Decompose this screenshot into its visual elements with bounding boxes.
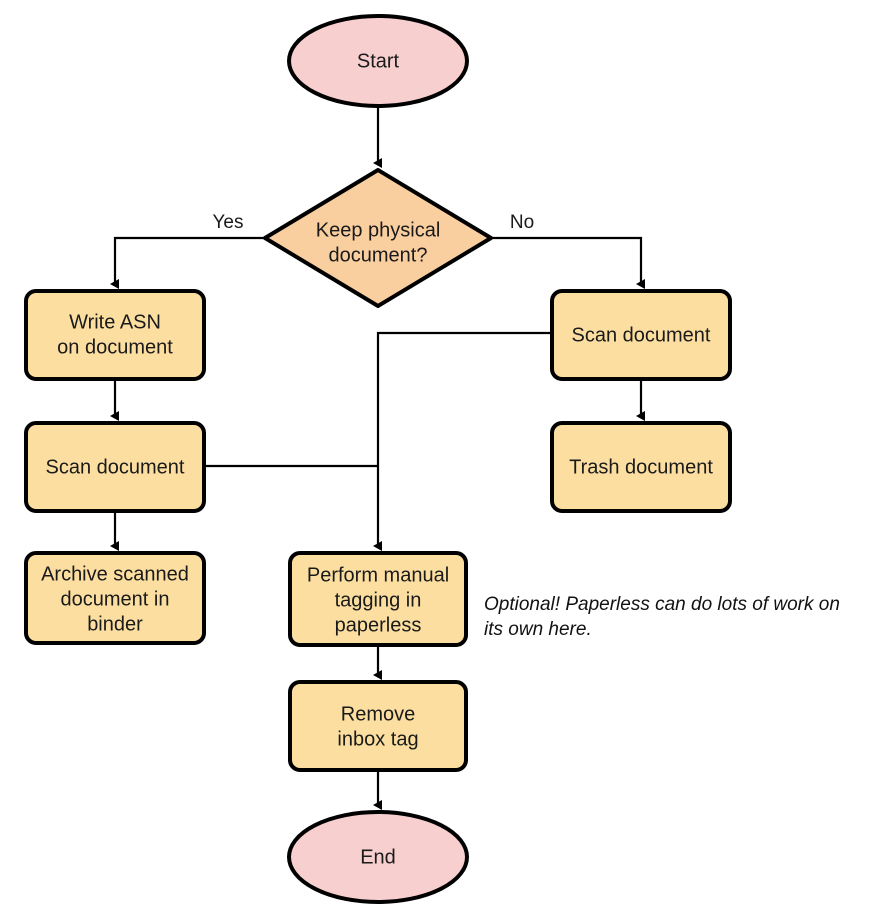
node-keep-physical-document[interactable]: Keep physical document?	[263, 168, 493, 308]
edge-label-yes: Yes	[213, 212, 244, 233]
node-label-archive-line1: Archive scanned	[41, 563, 189, 585]
node-end[interactable]: End	[287, 810, 469, 904]
process-shape	[550, 289, 732, 381]
node-label-tagging-line1: Perform manual	[307, 564, 449, 586]
process-shape	[288, 551, 468, 647]
connector-line	[373, 331, 552, 551]
process-shape	[24, 289, 206, 381]
node-write-asn[interactable]: Write ASN on document	[24, 289, 206, 381]
process-shape	[24, 421, 206, 513]
decision-shape	[263, 168, 493, 308]
node-label-start: Start	[357, 50, 400, 72]
node-remove-inbox-tag[interactable]: Remove inbox tag	[288, 680, 468, 772]
node-label-trash-document: Trash document	[569, 456, 713, 478]
process-shape	[550, 421, 732, 513]
node-label-archive-line3: binder	[87, 613, 143, 635]
node-label-scan-document-right: Scan document	[572, 324, 711, 346]
node-label-write-asn-line1: Write ASN	[69, 311, 161, 333]
edge-label-no: No	[510, 212, 534, 233]
process-shape	[24, 551, 206, 645]
node-scan-document-right[interactable]: Scan document	[550, 289, 732, 381]
terminator-shape	[287, 14, 469, 108]
node-label-write-asn-line2: on document	[57, 336, 173, 358]
edge-decision-to-scan-right: No	[491, 212, 645, 289]
edge-scan-right-to-tagging	[373, 331, 552, 551]
node-trash-document[interactable]: Trash document	[550, 421, 732, 513]
connector-line	[491, 236, 645, 289]
node-label-remove-inbox-line1: Remove	[341, 703, 415, 725]
node-label-keep-physical-line2: document?	[329, 244, 428, 266]
node-label-tagging-line2: tagging in	[335, 589, 422, 611]
node-start[interactable]: Start	[287, 14, 469, 108]
annotation-optional-note: Optional! Paperless can do lots of work …	[484, 594, 840, 640]
node-archive-binder[interactable]: Archive scanned document in binder	[24, 551, 206, 645]
node-label-scan-document-left: Scan document	[46, 456, 185, 478]
node-label-tagging-line3: paperless	[335, 614, 422, 636]
edge-decision-to-write-asn: Yes	[110, 212, 265, 289]
node-label-archive-line2: document in	[61, 588, 170, 610]
connector-line	[110, 236, 265, 289]
node-label-remove-inbox-line2: inbox tag	[337, 728, 418, 750]
node-label-keep-physical-line1: Keep physical	[316, 219, 441, 241]
annotation-line-2: its own here.	[484, 619, 592, 640]
node-manual-tagging[interactable]: Perform manual tagging in paperless	[288, 551, 468, 647]
terminator-shape	[287, 810, 469, 904]
node-label-end: End	[360, 846, 396, 868]
process-shape	[288, 680, 468, 772]
annotation-line-1: Optional! Paperless can do lots of work …	[484, 594, 840, 615]
node-scan-document-left[interactable]: Scan document	[24, 421, 206, 513]
